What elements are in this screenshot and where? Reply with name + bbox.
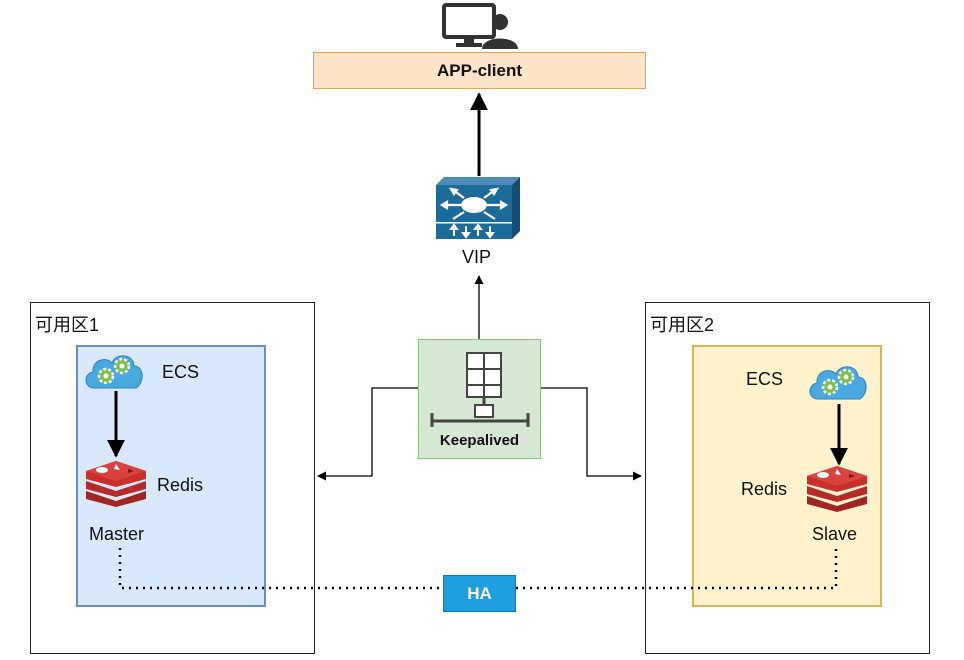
keepalived-node: Keepalived xyxy=(418,339,541,459)
ecs-cloud-icon-zone1 xyxy=(85,355,143,389)
redis-icon-zone2 xyxy=(807,466,867,512)
ha-box: HA xyxy=(443,575,516,612)
redis-icon-zone1 xyxy=(86,461,146,507)
ecs-label-zone1: ECS xyxy=(162,362,200,382)
availability-zone-2: 可用区2 xyxy=(645,302,930,654)
keepalived-label: Keepalived xyxy=(439,432,520,449)
ecs-cloud-icon-zone2 xyxy=(809,366,867,400)
ha-dotted-link-right xyxy=(516,548,838,590)
keepalived-to-zone1-arrow xyxy=(317,387,418,481)
zone-2-title: 可用区2 xyxy=(650,315,715,335)
app-client-box: APP-client xyxy=(313,52,646,89)
ha-dotted-link xyxy=(118,548,443,590)
keepalived-to-zone2-arrow xyxy=(541,387,642,481)
client-user-icon xyxy=(442,3,518,49)
vip-label: VIP xyxy=(462,247,492,267)
vip-router-icon xyxy=(436,177,520,239)
redis-label-zone1: Redis xyxy=(157,475,204,495)
keepalived-network-icon xyxy=(430,352,530,427)
redis-label-zone2: Redis xyxy=(741,479,788,499)
role-label-master: Master xyxy=(89,524,145,544)
zone-1-title: 可用区1 xyxy=(35,315,100,335)
role-label-slave: Slave xyxy=(812,524,858,544)
availability-zone-1: 可用区1 xyxy=(30,302,315,654)
ecs-label-zone2: ECS xyxy=(746,369,784,389)
